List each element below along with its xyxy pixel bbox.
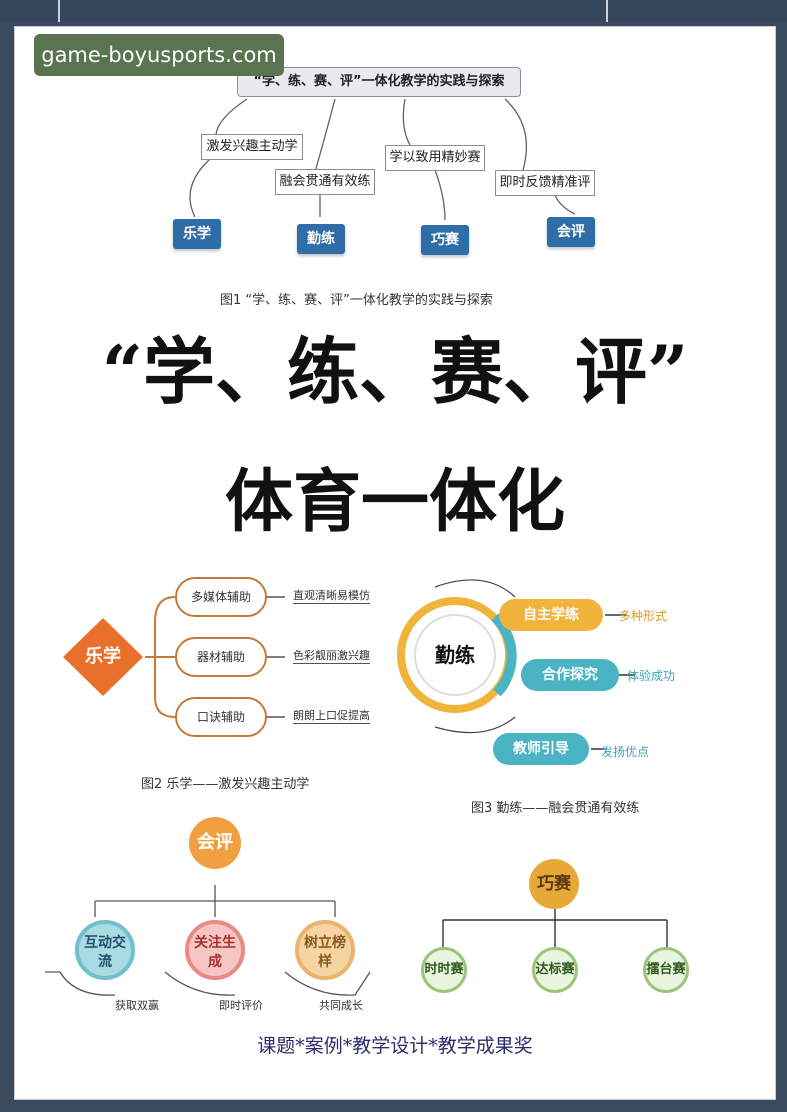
fig2-center-label: 乐学 bbox=[85, 646, 121, 667]
fig1-node: 巧赛 bbox=[421, 225, 469, 255]
fig2-caption: 图2 乐学——激发兴趣主动学 bbox=[141, 777, 310, 792]
fig1-node: 勤练 bbox=[297, 224, 345, 254]
fig1-branch-box: 学以致用精妙赛 bbox=[385, 145, 485, 171]
fig3-caption: 图3 勤练——融会贯通有效练 bbox=[471, 801, 640, 816]
fig1-connector bbox=[402, 98, 411, 146]
fig3-note: 体验成功 bbox=[627, 669, 676, 683]
fig1-branch-box: 融会贯通有效练 bbox=[275, 169, 375, 195]
fig3-arc-line bbox=[434, 579, 516, 598]
fig1-connector bbox=[554, 194, 576, 215]
fig5-item: 时时赛 bbox=[421, 947, 467, 993]
fig1-branch-box: 激发兴趣主动学 bbox=[201, 134, 303, 160]
divider bbox=[58, 0, 60, 22]
fig3-center-label: 勤练 bbox=[435, 643, 475, 667]
fig4-item: 互动交流 bbox=[75, 920, 135, 980]
main-title-line2: 体育一体化 bbox=[224, 462, 565, 542]
fig4-connector bbox=[284, 971, 371, 996]
fig1-caption: 图1 “学、练、赛、评”一体化教学的实践与探索 bbox=[220, 293, 493, 308]
fig5-item: 达标赛 bbox=[532, 947, 578, 993]
fig2-diamond bbox=[63, 618, 143, 696]
fig2-oval: 器材辅助 bbox=[175, 637, 267, 677]
fig2-note: 直观清晰易模仿 bbox=[293, 589, 370, 604]
fig4-connector bbox=[164, 971, 236, 996]
fig3-pill: 教师引导 bbox=[493, 733, 589, 765]
fig1-connector bbox=[314, 98, 336, 173]
fig1-top-box: “学、练、赛、评”一体化教学的实践与探索 bbox=[237, 67, 521, 97]
fig2-oval: 口诀辅助 bbox=[175, 697, 267, 737]
divider bbox=[606, 0, 608, 22]
fig1-branch-box: 即时反馈精准评 bbox=[495, 170, 595, 196]
fig4-sub: 即时评价 bbox=[219, 999, 263, 1012]
fig3-pill: 合作探究 bbox=[521, 659, 619, 691]
main-title-line1: “学、练、赛、评” bbox=[101, 329, 689, 414]
fig1-connector bbox=[434, 169, 446, 221]
fig2-connector bbox=[154, 596, 176, 718]
fig2-connectors bbox=[63, 596, 285, 718]
fig4-sub: 获取双赢 bbox=[115, 999, 159, 1012]
fig3-pill: 自主学练 bbox=[499, 599, 603, 631]
poster-sheet: “学、练、赛、评”一体化教学的实践与探索 激发兴趣主动学 融会贯通有效练 学以致… bbox=[14, 26, 776, 1100]
watermark-label: game-boyusports.com bbox=[34, 34, 284, 76]
fig1-node: 乐学 bbox=[173, 219, 221, 249]
fig5-connectors bbox=[442, 902, 668, 948]
fig4-connector bbox=[45, 971, 116, 996]
fig2-note: 朗朗上口促提高 bbox=[293, 709, 370, 724]
fig1-connector bbox=[189, 158, 211, 218]
fig5-center: 巧赛 bbox=[529, 859, 579, 909]
fig1-node: 会评 bbox=[547, 217, 595, 247]
fig4-item: 关注生成 bbox=[185, 920, 245, 980]
fig4-item: 树立榜样 bbox=[295, 920, 355, 980]
fig5-item: 擂台赛 bbox=[643, 947, 689, 993]
fig3-note: 多种形式 bbox=[619, 609, 668, 623]
fig1-connector bbox=[504, 98, 528, 171]
fig3-arc-line bbox=[434, 716, 516, 734]
top-bar bbox=[0, 0, 787, 22]
fig2-note: 色彩靓丽激兴趣 bbox=[293, 649, 370, 664]
fig4-connectors bbox=[45, 885, 371, 996]
fig4-center: 会评 bbox=[189, 817, 241, 869]
fig2-oval: 多媒体辅助 bbox=[175, 577, 267, 617]
fig3-core bbox=[414, 614, 496, 696]
fig4-sub: 共同成长 bbox=[319, 999, 363, 1012]
footer-text: 课题*案例*教学设计*教学成果奖 bbox=[257, 1035, 533, 1057]
fig3-note: 发扬优点 bbox=[601, 745, 650, 759]
